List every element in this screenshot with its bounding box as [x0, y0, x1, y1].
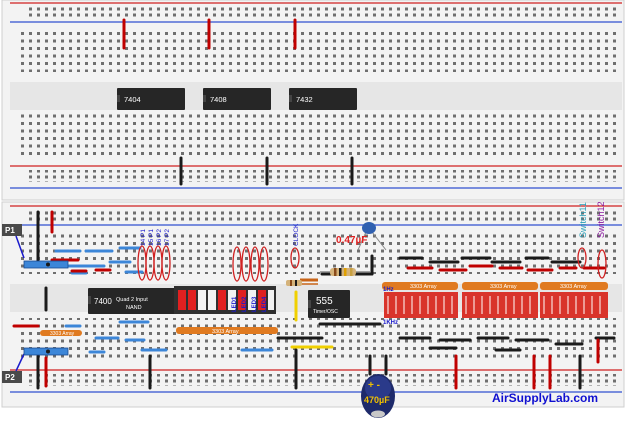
chip-7400-line2: NAND: [126, 305, 142, 311]
red-wires: [12, 210, 606, 390]
probe-p1[interactable]: P1: [2, 224, 69, 269]
dip-bank-2-label: 3303 Array: [490, 284, 517, 290]
pin-label-16: 16 P2: [156, 229, 163, 246]
chip-7432-label: 7432: [296, 95, 313, 104]
yellow-wires: [290, 290, 334, 349]
chip-7408-label: 7408: [210, 95, 227, 104]
freq-high-label: 1Hz: [383, 287, 394, 293]
chip-7404: 7404: [117, 88, 185, 110]
switch12-label: Switch12: [596, 201, 606, 238]
dip-switch-bank-3[interactable]: 3303 Array: [540, 282, 608, 318]
chip-7408: 7408: [203, 88, 271, 110]
switch-labels: Switch11 Switch12: [578, 201, 606, 238]
probe-p2-label: P2: [5, 373, 15, 382]
chip-7400-number: 7400: [94, 297, 112, 306]
array-bottom-center: 3303 Array: [176, 327, 278, 335]
probe-p1-label: P1: [5, 226, 15, 235]
pin-labels: 14 P1 15 P1 16 P2 17 P2 CLOCK: [140, 223, 300, 246]
led-bar-display: [174, 286, 276, 314]
led-labels: LED1 LED2 LED3 LED4: [232, 296, 268, 312]
pin-highlights: [137, 245, 607, 282]
chip-7400-line1: Quad 2 Input: [116, 297, 148, 303]
capacitor-large-polarity: + -: [368, 380, 380, 391]
array-bottom-center-label: 3303 Array: [212, 329, 239, 335]
pin-label-14: 14 P1: [140, 229, 147, 246]
probe-p2[interactable]: P2: [2, 347, 69, 383]
dip-bank-1-label: 3303 Array: [410, 284, 437, 290]
array-left-label: 3303 Array: [50, 331, 75, 337]
dip-switch-levers: [387, 296, 601, 314]
led4-label: LED4: [262, 296, 268, 312]
blue-wires: [54, 246, 274, 354]
jumper-orange: [300, 278, 318, 285]
chip-555: 555 Timer/OSC: [308, 290, 350, 318]
capacitor-large: + - 470µF: [361, 374, 395, 418]
pin-label-17: 17 P2: [164, 229, 171, 246]
top-wires: [122, 18, 354, 186]
switch11-label: Switch11: [578, 202, 588, 238]
led3-label: LED3: [252, 296, 258, 312]
freq-low-label: 1KHz: [383, 320, 398, 326]
capacitor-small-label: 0.47µF: [336, 235, 367, 246]
resistor: [320, 268, 370, 276]
led1-label: LED1: [232, 296, 238, 312]
chip-555-label: Timer/OSC: [313, 309, 338, 315]
pin-label-15: 15 P1: [148, 229, 155, 246]
chip-7400: 7400 Quad 2 Input NAND: [88, 288, 176, 314]
clock-label: CLOCK: [293, 223, 300, 246]
chip-555-number: 555: [316, 296, 333, 307]
brand-watermark: AirSupplyLab.com: [492, 391, 598, 405]
capacitor-large-label: 470µF: [364, 395, 390, 405]
led2-label: LED2: [242, 296, 248, 312]
resistor-small: [286, 280, 302, 286]
chip-7404-label: 7404: [124, 95, 141, 104]
dip-bank-3-label: 3303 Array: [560, 284, 587, 290]
chip-7432: 7432: [289, 88, 357, 110]
array-left: 3303 Array: [40, 330, 82, 337]
dip-switch-bank-2[interactable]: 3303 Array: [462, 282, 538, 318]
capacitor-small: 0.47µF: [336, 222, 387, 251]
